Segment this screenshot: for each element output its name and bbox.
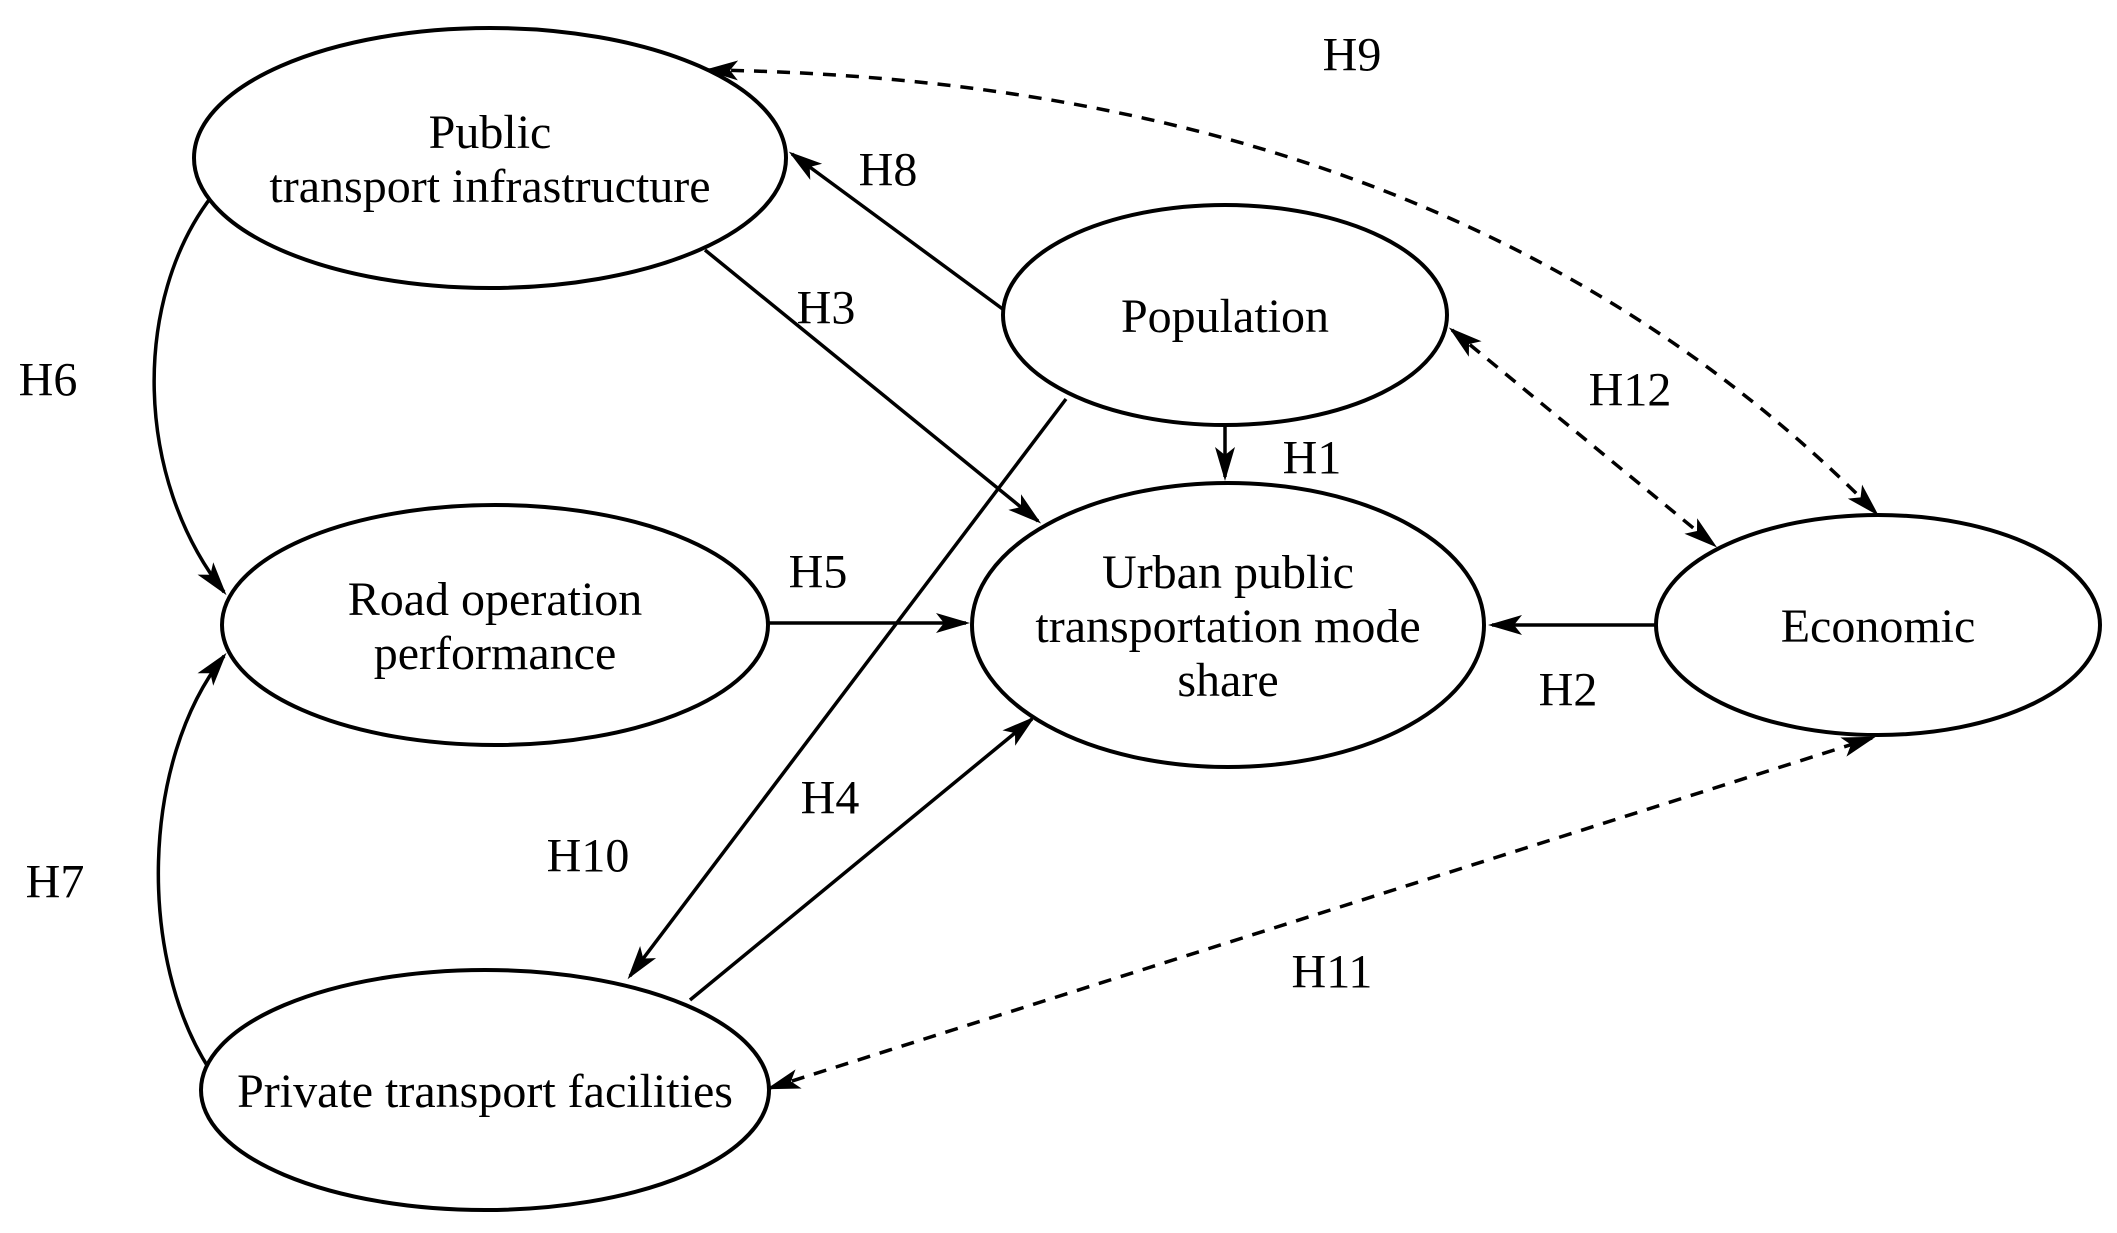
edge-H6-path	[152, 194, 227, 596]
node-public-transport-infrastructure-ellipse	[192, 26, 788, 290]
edge-H7-label: H7	[26, 856, 85, 909]
edge-H9-label: H9	[1323, 29, 1382, 82]
edge-H4-path	[688, 716, 1036, 1002]
node-economic-ellipse	[1654, 513, 2102, 737]
edge-H6-label: H6	[19, 354, 78, 407]
edge-H1-label: H1	[1283, 432, 1342, 485]
edge-H11-label: H11	[1292, 946, 1373, 999]
edge-H11-path	[766, 736, 1876, 1090]
edge-H9-path	[704, 60, 1879, 516]
edge-H12-label: H12	[1589, 364, 1672, 417]
edges-layer	[152, 60, 1879, 1090]
node-private-transport-facilities: Private transport facilities	[199, 968, 771, 1212]
node-economic: Economic	[1654, 513, 2102, 737]
node-population: Population	[1001, 203, 1449, 427]
edge-H4-label: H4	[801, 772, 860, 825]
edge-H3-path	[703, 248, 1042, 524]
node-population-ellipse	[1001, 203, 1449, 427]
edge-H10-label: H10	[547, 830, 630, 883]
edge-H10-path	[627, 397, 1068, 980]
node-economic-label: Economic	[1781, 600, 1976, 653]
edge-H3-label: H3	[797, 282, 856, 335]
node-private-transport-facilities-label: Private transport facilities	[237, 1065, 733, 1118]
node-road-operation-performance-ellipse	[220, 503, 770, 747]
edge-H12-path	[1448, 327, 1718, 548]
edge-H8-label: H8	[859, 144, 918, 197]
node-urban-public-transportation-mode-share-ellipse	[970, 481, 1486, 769]
edge-H5-label: H5	[789, 546, 848, 599]
node-private-transport-facilities-ellipse	[199, 968, 771, 1212]
edge-H2-label: H2	[1539, 664, 1598, 717]
node-population-label: Population	[1121, 290, 1329, 343]
edge-H7-path	[156, 652, 227, 1071]
